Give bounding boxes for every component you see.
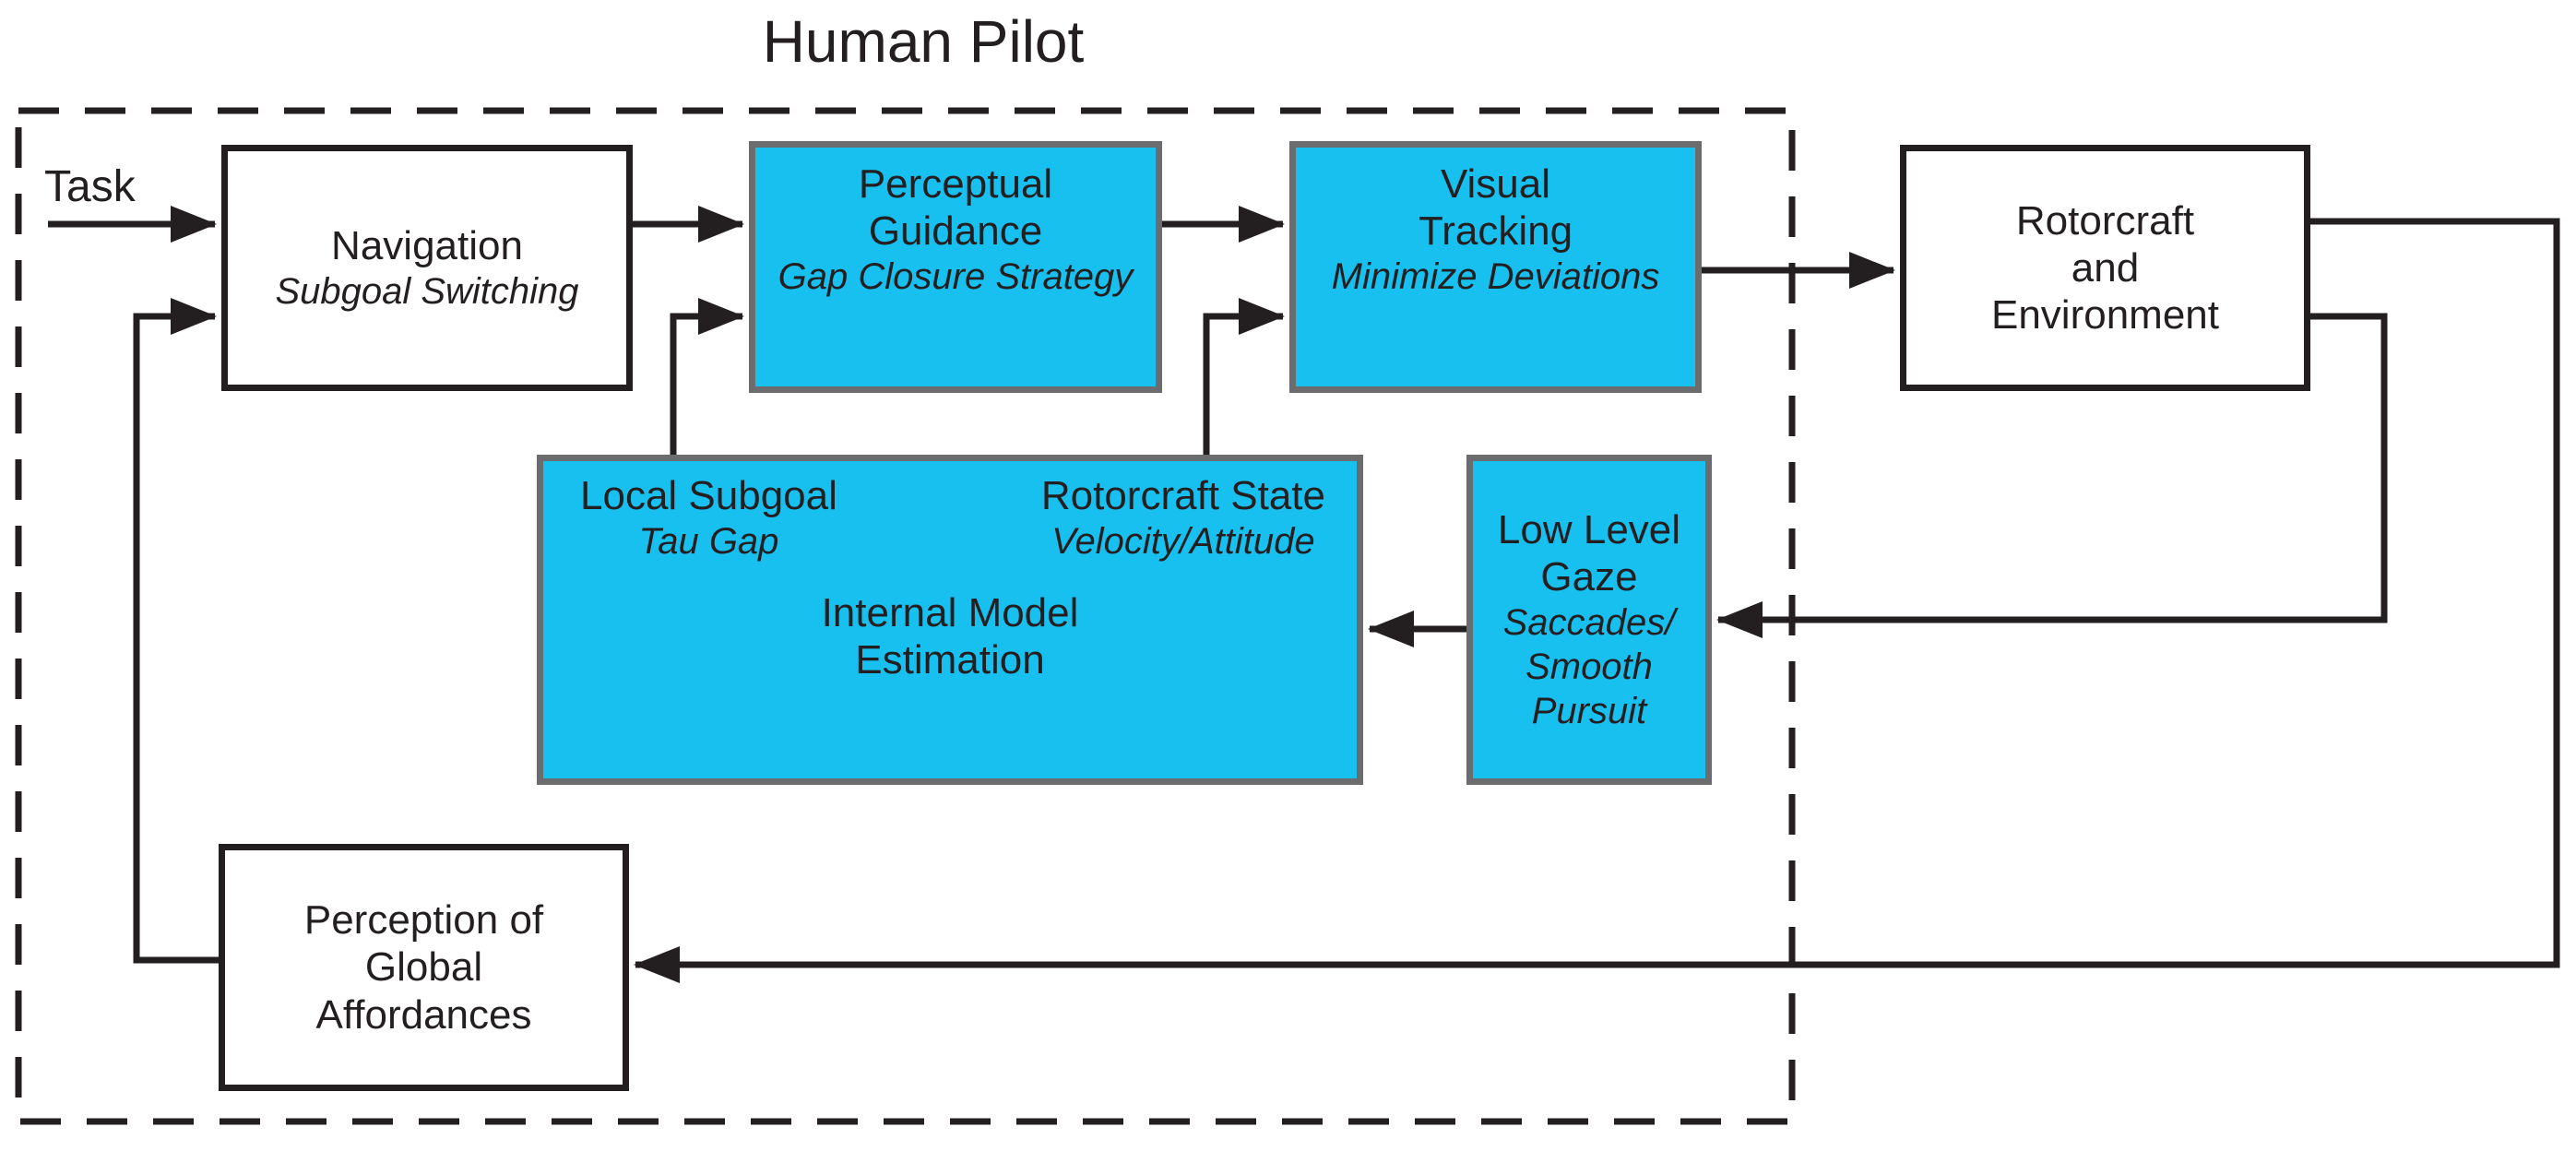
navigation-title: Navigation: [331, 222, 523, 268]
low-level-gaze-subtitle: Saccades/ Smooth Pursuit: [1502, 602, 1676, 732]
low-level-gaze-box: Low Level Gaze Saccades/ Smooth Pursuit: [1466, 455, 1712, 785]
local-subgoal-block: Local Subgoal Tau Gap: [580, 472, 837, 564]
rotorcraft-environment-title: Rotorcraft and Environment: [1990, 197, 2219, 338]
arrow-rotorcraft-to-low-level-gaze: [1716, 313, 2388, 638]
rotorcraft-state-subtitle: Velocity/Attitude: [1051, 521, 1315, 563]
local-subgoal-title: Local Subgoal: [580, 473, 837, 518]
local-subgoal-subtitle: Tau Gap: [638, 521, 779, 563]
visual-tracking-box: Visual Tracking Minimize Deviations: [1289, 141, 1702, 393]
navigation-subtitle: Subgoal Switching: [275, 271, 579, 313]
arrow-perception-to-navigation-feedback: [133, 298, 219, 964]
diagram-title: Human Pilot: [762, 8, 1085, 75]
rotorcraft-state-block: Rotorcraft State Velocity/Attitude: [1041, 472, 1325, 564]
internal-model-header-row: Local Subgoal Tau Gap Rotorcraft State V…: [543, 461, 1357, 564]
low-level-gaze-title: Low Level Gaze: [1497, 506, 1681, 599]
arrow-rotorcraft-to-perception-feedback: [634, 218, 2560, 983]
navigation-box: Navigation Subgoal Switching: [221, 145, 633, 391]
perception-global-affordances-box: Perception of Global Affordances: [219, 844, 629, 1091]
human-pilot-dashed-boundary: [15, 107, 1796, 1125]
visual-tracking-subtitle: Minimize Deviations: [1331, 256, 1660, 298]
arrow-internal-model-to-visual-tracking: [1203, 298, 1285, 455]
perception-global-affordances-title: Perception of Global Affordances: [303, 897, 544, 1038]
internal-model-title: Internal Model Estimation: [821, 590, 1079, 683]
visual-tracking-title: Visual Tracking: [1418, 161, 1573, 255]
rotorcraft-environment-box: Rotorcraft and Environment: [1900, 145, 2310, 391]
perceptual-guidance-box: Perceptual Guidance Gap Closure Strategy: [749, 141, 1162, 393]
arrow-internal-model-to-perceptual-guidance: [670, 298, 744, 455]
rotorcraft-state-title: Rotorcraft State: [1040, 473, 1325, 518]
internal-model-box: Local Subgoal Tau Gap Rotorcraft State V…: [537, 455, 1363, 785]
task-input-label: Task: [44, 162, 136, 211]
perceptual-guidance-subtitle: Gap Closure Strategy: [778, 256, 1134, 298]
perceptual-guidance-title: Perceptual Guidance: [858, 161, 1053, 255]
